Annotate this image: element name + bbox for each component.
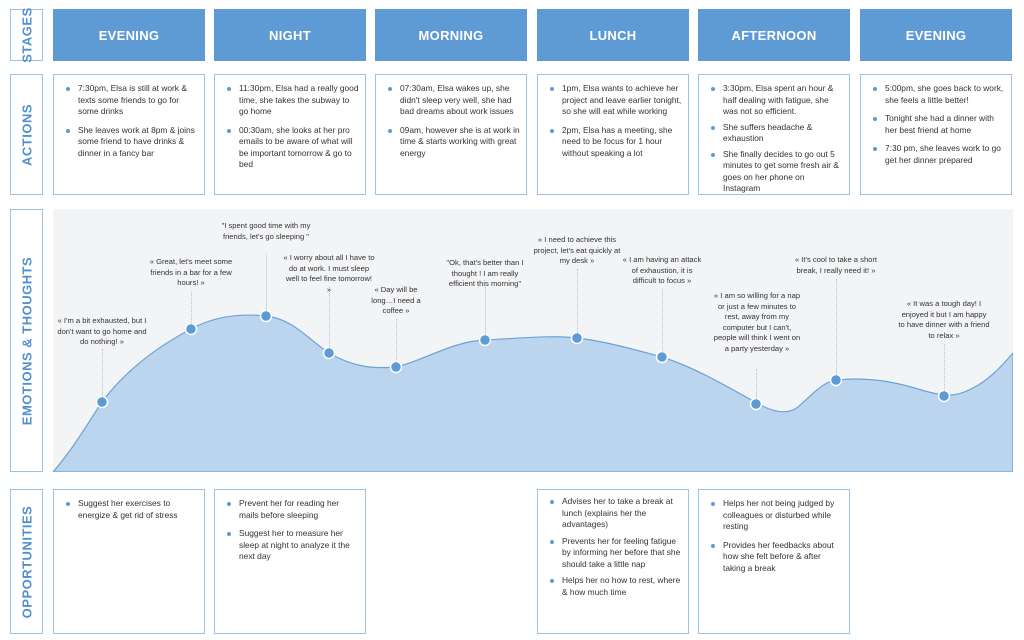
thought-bubble: « I need to achieve this project, let's … xyxy=(533,235,621,265)
action-card-morning: 07:30am, Elsa wakes up, she didn't sleep… xyxy=(375,74,527,195)
thought-bubble: « I am having an attack of exhaustion, i… xyxy=(622,255,702,285)
opportunity-item: Prevents her for feeling fatigue by info… xyxy=(548,536,682,571)
thought-connector xyxy=(756,369,757,399)
opportunity-item: Advises her to take a break at lunch (ex… xyxy=(548,496,682,531)
action-item: She suffers headache & exhaustion xyxy=(709,122,843,145)
thought-connector xyxy=(396,319,397,362)
thought-bubble: « Great, let's meet some friends in a ba… xyxy=(149,257,233,287)
emotion-point xyxy=(95,395,109,409)
action-item: 7:30pm, Elsa is still at work & texts so… xyxy=(64,83,198,118)
action-card-evening-2: 5:00pm, she goes back to work, she feels… xyxy=(860,74,1012,195)
opportunity-item: Helps her not being judged by colleagues… xyxy=(709,498,843,533)
action-item: She finally decides to go out 5 minutes … xyxy=(709,149,843,195)
stage-header-evening-2: EVENING xyxy=(860,9,1012,61)
thought-connector xyxy=(836,279,837,375)
action-item: 3:30pm, Elsa spent an hour & half dealin… xyxy=(709,83,843,118)
action-item: 09am, however she is at work in time & s… xyxy=(386,125,520,160)
thought-connector xyxy=(102,349,103,397)
action-card-lunch: 1pm, Elsa wants to achieve her project a… xyxy=(537,74,689,195)
emotion-point xyxy=(749,397,763,411)
opportunity-card-evening: Suggest her exercises to energize & get … xyxy=(53,489,205,634)
row-label-opportunities-text: OPPORTUNITIES xyxy=(19,505,34,618)
emotion-point xyxy=(389,360,403,374)
thought-bubble: "I spent good time with my friends, let'… xyxy=(221,221,311,241)
action-item: She leaves work at 8pm & joins some frie… xyxy=(64,125,198,160)
action-item: 7:30 pm, she leaves work to go get her d… xyxy=(871,143,1005,166)
emotion-curve-area xyxy=(53,314,1013,472)
row-label-actions-text: ACTIONS xyxy=(19,103,34,166)
row-label-stages-text: STAGES xyxy=(19,7,34,63)
thought-bubble: « I'm a bit exhausted, but I don't want … xyxy=(57,316,147,346)
thought-connector xyxy=(266,254,267,311)
thought-connector xyxy=(191,291,192,324)
stage-header-morning: MORNING xyxy=(375,9,527,61)
thought-connector xyxy=(944,344,945,391)
thought-connector xyxy=(485,287,486,335)
stage-header-afternoon: AFTERNOON xyxy=(698,9,850,61)
opportunity-item: Provides her feedbacks about how she fel… xyxy=(709,540,843,575)
emotion-point xyxy=(829,373,843,387)
emotion-point xyxy=(937,389,951,403)
action-card-evening: 7:30pm, Elsa is still at work & texts so… xyxy=(53,74,205,195)
row-label-emotions: EMOTIONS & THOUGHTS xyxy=(10,209,43,472)
row-label-opportunities: OPPORTUNITIES xyxy=(10,489,43,634)
opportunity-item: Helps her no how to rest, where & how mu… xyxy=(548,575,682,598)
opportunity-card-afternoon: Helps her not being judged by colleagues… xyxy=(698,489,850,634)
stage-header-night: NIGHT xyxy=(214,9,366,61)
opportunity-card-lunch: Advises her to take a break at lunch (ex… xyxy=(537,489,689,634)
action-card-night: 11:30pm, Elsa had a really good time, sh… xyxy=(214,74,366,195)
thought-connector xyxy=(329,287,330,348)
action-item: 1pm, Elsa wants to achieve her project a… xyxy=(548,83,682,118)
emotion-point xyxy=(478,333,492,347)
opportunity-item: Prevent her for reading her mails before… xyxy=(225,498,359,521)
thought-bubble: « I worry about all I have to do at work… xyxy=(283,253,375,294)
thought-bubble: « It's cool to take a short break, I rea… xyxy=(794,255,878,275)
stage-header-lunch: LUNCH xyxy=(537,9,689,61)
action-card-afternoon: 3:30pm, Elsa spent an hour & half dealin… xyxy=(698,74,850,195)
action-item: 2pm, Elsa has a meeting, she need to be … xyxy=(548,125,682,160)
action-item: Tonight she had a dinner with her best f… xyxy=(871,113,1005,136)
thought-connector xyxy=(577,269,578,333)
opportunity-item: Suggest her exercises to energize & get … xyxy=(64,498,198,521)
thought-connector xyxy=(662,289,663,352)
emotion-point xyxy=(655,350,669,364)
emotion-point xyxy=(570,331,584,345)
action-item: 07:30am, Elsa wakes up, she didn't sleep… xyxy=(386,83,520,118)
action-item: 11:30pm, Elsa had a really good time, sh… xyxy=(225,83,359,118)
row-label-emotions-text: EMOTIONS & THOUGHTS xyxy=(19,256,34,425)
row-label-stages: STAGES xyxy=(10,7,43,63)
thought-bubble: "Ok, that's better than I thought ! I am… xyxy=(446,258,524,288)
opportunity-card-night: Prevent her for reading her mails before… xyxy=(214,489,366,634)
emotion-point xyxy=(259,309,273,323)
row-label-actions: ACTIONS xyxy=(10,74,43,195)
thought-bubble: « It was a tough day! I enjoyed it but I… xyxy=(898,299,990,340)
action-item: 00:30am, she looks at her pro emails to … xyxy=(225,125,359,171)
emotion-point xyxy=(322,346,336,360)
opportunity-item: Suggest her to measure her sleep at nigh… xyxy=(225,528,359,563)
emotion-curve-panel: « I'm a bit exhausted, but I don't want … xyxy=(53,209,1013,472)
action-item: 5:00pm, she goes back to work, she feels… xyxy=(871,83,1005,106)
stage-header-evening: EVENING xyxy=(53,9,205,61)
thought-bubble: « Day will be long…I need a coffee » xyxy=(371,285,421,315)
emotion-point xyxy=(184,322,198,336)
thought-bubble: « I am so willing for a nap or just a fe… xyxy=(713,291,801,353)
